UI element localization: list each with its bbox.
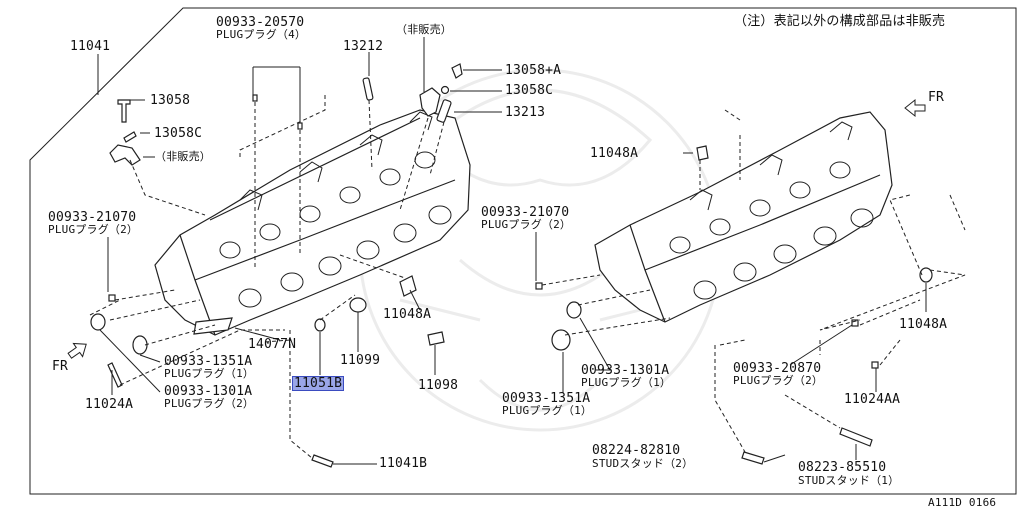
part-11048A-top[interactable]: 11048A: [590, 146, 639, 161]
part-00933-21070-left[interactable]: 00933-21070: [48, 210, 137, 225]
diagram-code: A111D 0166: [928, 496, 997, 509]
part-00933-1301A-mid-desc: PLUGプラグ（1）: [581, 376, 672, 389]
part-11024A[interactable]: 11024A: [85, 397, 134, 412]
assembly-dashed-lines: [89, 95, 966, 459]
part-13212[interactable]: 13212: [343, 39, 384, 54]
part-00933-1301A-mid[interactable]: 00933-1301A: [581, 363, 670, 378]
part-00933-20870-desc: PLUGプラグ（2）: [733, 374, 824, 387]
part-00933-1351A-mid-desc: PLUGプラグ（1）: [502, 404, 593, 417]
frame-border: [29, 7, 1017, 495]
part-11041B[interactable]: 11041B: [379, 456, 428, 471]
part-13058A[interactable]: 13058+A: [505, 63, 562, 78]
part-11041[interactable]: 11041: [70, 39, 111, 54]
part-08224-82810[interactable]: 08224-82810: [592, 443, 681, 458]
part-11051B-highlighted[interactable]: 11051B: [292, 376, 345, 391]
part-00933-1301A-left[interactable]: 00933-1301A: [164, 384, 253, 399]
part-00933-20570-desc: PLUGプラグ（4）: [216, 28, 307, 41]
left-cylinder-head: [154, 109, 471, 336]
right-cylinder-head: [594, 111, 893, 323]
fr-label-right: FR: [928, 90, 945, 105]
part-00933-21070-mid-desc: PLUGプラグ（2）: [481, 218, 572, 231]
part-11024AA[interactable]: 11024AA: [844, 392, 901, 407]
part-13058[interactable]: 13058: [150, 93, 191, 108]
part-00933-21070-mid[interactable]: 00933-21070: [481, 205, 570, 220]
not-sold-label-2: （非販売）: [155, 150, 211, 163]
leader-lines: [97, 37, 927, 465]
part-08223-85510-desc: STUDスタッド（1）: [798, 474, 900, 487]
part-00933-21070-left-desc: PLUGプラグ（2）: [48, 223, 139, 236]
part-00933-20570[interactable]: 00933-20570: [216, 15, 305, 30]
part-00933-1301A-left-desc: PLUGプラグ（2）: [164, 397, 255, 410]
part-11099[interactable]: 11099: [340, 353, 381, 368]
part-11048A-mid[interactable]: 11048A: [383, 307, 432, 322]
small-parts: [90, 63, 933, 468]
part-00933-1351A-left[interactable]: 00933-1351A: [164, 354, 253, 369]
fr-arrow-right-icon: [904, 98, 926, 118]
part-00933-1351A-left-desc: PLUGプラグ（1）: [164, 367, 255, 380]
part-08223-85510[interactable]: 08223-85510: [798, 460, 887, 475]
part-00933-20870[interactable]: 00933-20870: [733, 361, 822, 376]
part-11048A-right[interactable]: 11048A: [899, 317, 948, 332]
part-08224-82810-desc: STUDスタッド（2）: [592, 457, 694, 470]
note-text: （注）表記以外の構成部品は非販売: [734, 14, 946, 29]
fr-arrow-left-icon: [67, 342, 87, 359]
part-13213[interactable]: 13213: [505, 105, 546, 120]
not-sold-label-1: （非販売）: [396, 23, 452, 36]
part-11098[interactable]: 11098: [418, 378, 459, 393]
part-14077N[interactable]: 14077N: [248, 337, 297, 352]
fr-label-left: FR: [52, 359, 69, 374]
part-00933-1351A-mid[interactable]: 00933-1351A: [502, 391, 591, 406]
part-13058C-left[interactable]: 13058C: [154, 126, 203, 141]
part-13058C-right[interactable]: 13058C: [505, 83, 554, 98]
